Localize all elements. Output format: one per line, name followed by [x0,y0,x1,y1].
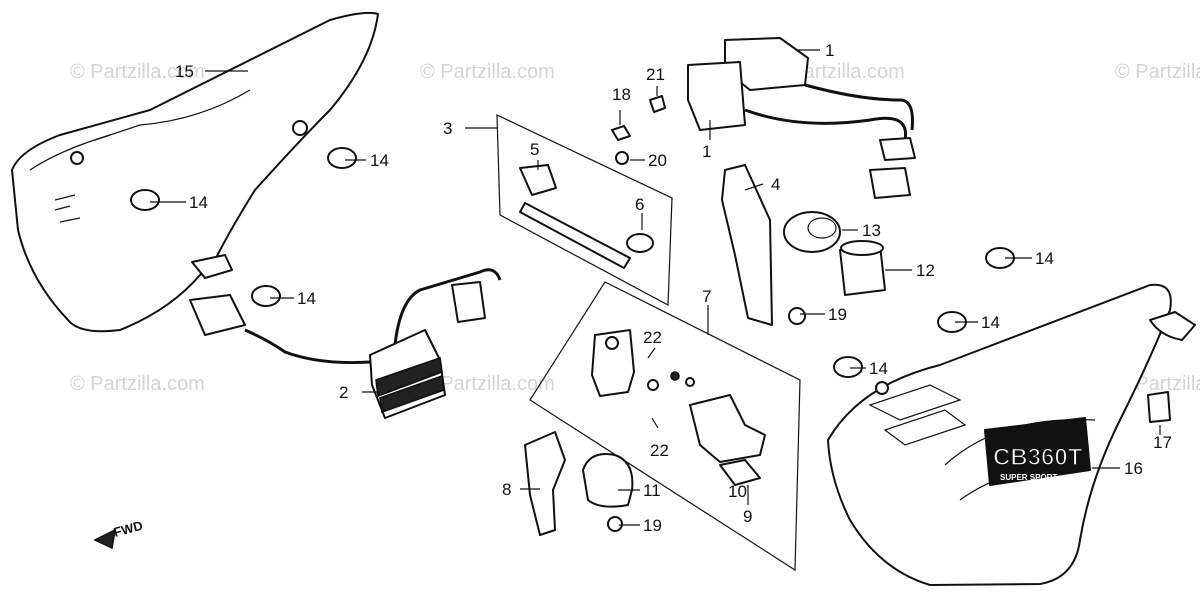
watermark: © Partzilla.com [420,373,555,395]
callout-6: 6 [635,195,644,214]
callout-3: 3 [443,119,452,138]
bracket-assembly-frame [496,114,673,306]
callout-22: 22 [650,441,669,460]
callout-1: 1 [702,142,711,161]
callout-18: 18 [612,85,631,104]
callout-8: 8 [502,480,511,499]
watermark: © Partzilla.com [70,61,205,83]
left-side-cover [11,11,379,333]
callout-2: 2 [339,383,348,402]
leader-lines [150,49,1161,526]
callout-19: 19 [643,516,662,535]
callout-5: 5 [530,140,539,159]
forward-direction-indicator: FWD [93,518,144,550]
callout-20: 20 [648,151,667,170]
callout-12: 12 [916,261,935,280]
watermark: © Partzilla.com [420,61,555,83]
callout-14: 14 [189,193,208,212]
callout-11: 11 [643,481,661,500]
callout-17: 17 [1153,433,1172,452]
rubber-cover [582,453,634,508]
callout-14: 14 [869,359,888,378]
bracket-4 [721,164,773,326]
callout-9: 9 [743,507,752,526]
bracket-8 [524,431,566,536]
callout-16: 16 [1124,459,1143,478]
regulator-harness [189,268,502,419]
right-side-cover: CB360T SUPER SPORT [827,283,1196,586]
callout-1: 1 [825,41,834,60]
fwd-label: FWD [112,518,144,540]
grommets [130,147,1015,378]
relay-assembly-frame [529,281,801,572]
callout-14: 14 [981,313,1000,332]
fasteners [607,95,806,532]
panel-logo: CB360T [993,444,1083,471]
callout-13: 13 [862,221,881,240]
callout-19: 19 [828,305,847,324]
callouts: 15 3 1 1 14 14 14 14 14 14 2 5 6 4 13 12… [175,41,1172,535]
callout-21: 21 [646,65,665,84]
callout-14: 14 [1035,249,1054,268]
callout-4: 4 [771,175,780,194]
condenser [839,240,886,296]
callout-14: 14 [297,289,316,308]
watermark: © Partzilla.com [70,373,205,395]
callout-10: 10 [728,482,747,501]
rubber-sleeve [783,211,841,253]
callout-22: 22 [643,328,662,347]
panel-sub-logo: SUPER SPORT [1000,473,1057,482]
watermark: © Partzilla.com [1115,61,1200,83]
callout-7: 7 [702,287,711,306]
callout-14: 14 [370,151,389,170]
callout-15: 15 [175,62,194,81]
wire-harness [687,37,916,199]
